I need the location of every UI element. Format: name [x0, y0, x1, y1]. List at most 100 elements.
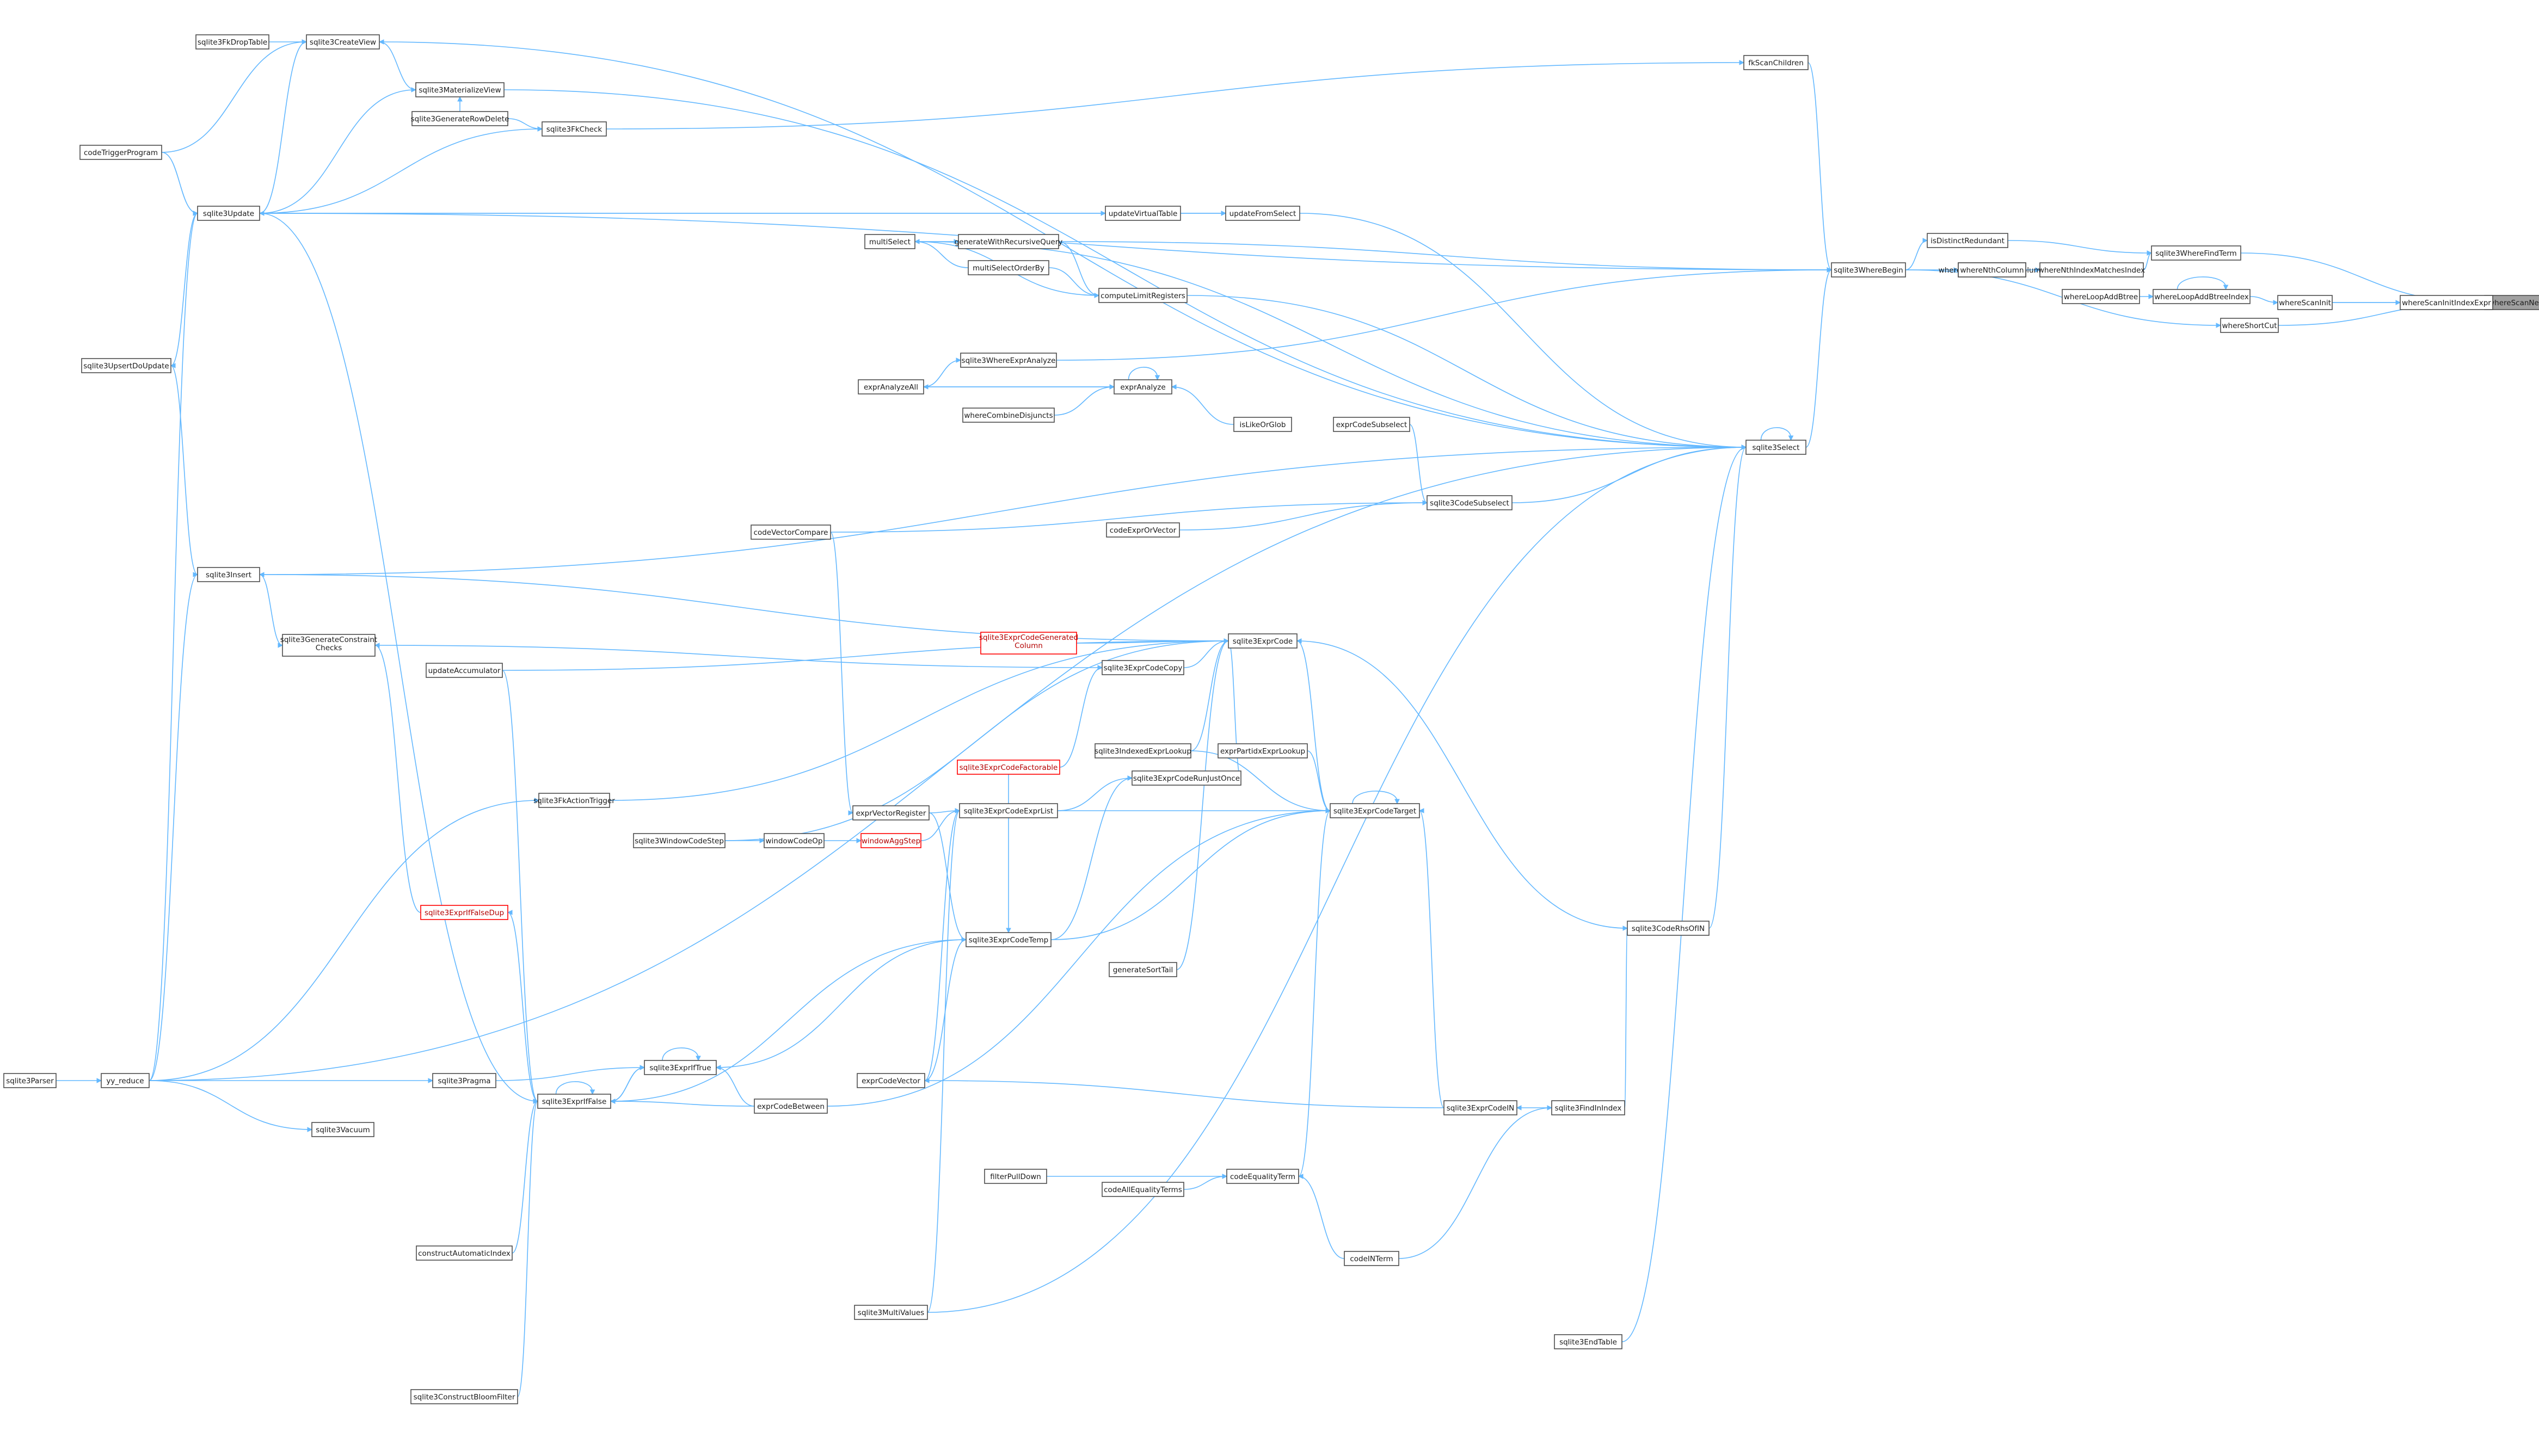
- node-sqlite3ExprCodeCopy[interactable]: sqlite3ExprCodeCopy: [1102, 660, 1184, 675]
- node-sqlite3ExprIfFalse[interactable]: sqlite3ExprIfFalse: [537, 1094, 611, 1109]
- node-sqlite3ExprIfTrue[interactable]: sqlite3ExprIfTrue: [644, 1060, 717, 1075]
- node-label: computeLimitRegisters: [1101, 292, 1185, 300]
- node-sqlite3ExprCodeTarget[interactable]: sqlite3ExprCodeTarget: [1330, 803, 1420, 818]
- node-generateSortTail[interactable]: generateSortTail: [1109, 962, 1177, 977]
- node-generateWithRecursiveQuery[interactable]: generateWithRecursiveQuery: [955, 234, 1063, 249]
- node-exprPartidxExprLookup[interactable]: exprPartidxExprLookup: [1218, 743, 1308, 758]
- node-sqlite3WhereBegin[interactable]: sqlite3WhereBegin: [1831, 262, 1906, 277]
- node-codeINTerm[interactable]: codeINTerm: [1344, 1251, 1399, 1266]
- edge-yy_reduce-to-sqlite3Vacuum: [149, 1080, 313, 1132]
- node-sqlite3WindowCodeStep[interactable]: sqlite3WindowCodeStep: [633, 833, 726, 848]
- node-windowAggStep[interactable]: windowAggStep: [860, 833, 921, 848]
- node-whereMatchesIndex[interactable]: whereNthIndexMatchesIndex: [2038, 262, 2145, 277]
- node-label: codeExprOrVector: [1110, 526, 1177, 535]
- node-sqlite3Insert[interactable]: sqlite3Insert: [197, 567, 260, 582]
- node-updateAccumulator[interactable]: updateAccumulator: [426, 663, 503, 678]
- edge-sqlite3ExprCodeIN-to-exprCodeVector: [924, 1078, 1444, 1108]
- node-computeLimitRegisters[interactable]: computeLimitRegisters: [1098, 288, 1188, 303]
- node-constructAutomaticIndex[interactable]: constructAutomaticIndex: [416, 1245, 513, 1261]
- node-sqlite3FkCheck[interactable]: sqlite3FkCheck: [542, 121, 607, 137]
- node-multiSelect[interactable]: multiSelect: [864, 234, 915, 249]
- node-sqlite3CreateView[interactable]: sqlite3CreateView: [306, 34, 380, 50]
- node-sqlite3ExprCode[interactable]: sqlite3ExprCode: [1228, 633, 1298, 649]
- node-sqlite3MultiValues[interactable]: sqlite3MultiValues: [854, 1305, 928, 1320]
- edge-yy_reduce-to-sqlite3Pragma: [149, 1078, 434, 1083]
- node-box: [2153, 289, 2251, 304]
- node-sqlite3FkActions[interactable]: sqlite3FkActionTrigger: [533, 793, 615, 808]
- node-windowCodeOp[interactable]: windowCodeOp: [764, 833, 825, 848]
- node-updateFromSelect[interactable]: updateFromSelect: [1225, 206, 1300, 221]
- edge-sqlite3ExprIfFalse-to-sqlite3ExprIfFalseDup: [507, 910, 538, 1102]
- node-whereLoopAddBtree[interactable]: whereLoopAddBtree: [2062, 289, 2140, 304]
- node-codeEqualityTerm[interactable]: codeEqualityTerm: [1226, 1169, 1299, 1184]
- node-box: [1330, 803, 1420, 818]
- node-isDistinctRedundant[interactable]: isDistinctRedundant: [1927, 233, 2008, 248]
- node-label: yy_reduce: [106, 1077, 144, 1085]
- node-sqlite3GenerateRowDelete[interactable]: sqlite3GenerateRowDelete: [411, 111, 509, 126]
- node-sqlite3Vacuum[interactable]: sqlite3Vacuum: [311, 1122, 374, 1137]
- node-sqlite3ExprCodeTemp[interactable]: sqlite3ExprCodeTemp: [966, 932, 1052, 947]
- node-codeTriggerProgram[interactable]: codeTriggerProgram: [79, 145, 162, 160]
- node-label: whereShortCut: [2222, 322, 2277, 330]
- node-box: [311, 1122, 374, 1137]
- node-whereNthColumn[interactable]: whereNthColumn: [1958, 262, 2026, 277]
- node-sqlite3Select[interactable]: sqlite3Select: [1745, 440, 1806, 455]
- node-sqlite3ConstructBloomFilter[interactable]: sqlite3ConstructBloomFilter: [410, 1389, 518, 1404]
- node-sqlite3ExprCodeRunJustOnce[interactable]: sqlite3ExprCodeRunJustOnce: [1132, 770, 1241, 786]
- node-exprAnalyze[interactable]: exprAnalyze: [1114, 379, 1172, 394]
- node-codeExprOrVector[interactable]: codeExprOrVector: [1106, 522, 1180, 538]
- node-label: sqlite3CodeRhsOfIN: [1632, 924, 1705, 933]
- node-label: whereScanInitIndexExpr: [2402, 299, 2491, 307]
- node-label: updateFromSelect: [1229, 209, 1296, 218]
- node-whereScanInit[interactable]: whereScanInit: [2277, 295, 2333, 310]
- edge-updateFromSelect-to-sqlite3Select: [1299, 213, 1747, 450]
- node-multiSelectOrderBy[interactable]: multiSelectOrderBy: [968, 260, 1049, 275]
- node-exprVectorRegister[interactable]: exprVectorRegister: [852, 805, 930, 820]
- node-sqlite3CodeRhsOfIN[interactable]: sqlite3CodeRhsOfIN: [1627, 921, 1710, 936]
- node-sqlite3ExprCodeExprList[interactable]: sqlite3ExprCodeExprList: [959, 803, 1058, 818]
- node-exprCodeSubselect[interactable]: exprCodeSubselect: [1333, 417, 1410, 432]
- node-whereShortCut[interactable]: whereShortCut: [2220, 318, 2279, 333]
- node-whereLoopAddBtreeIndex[interactable]: whereLoopAddBtreeIndex: [2153, 289, 2251, 304]
- node-label: exprVectorRegister: [856, 809, 926, 818]
- node-fkScanChildren[interactable]: fkScanChildren: [1743, 55, 1809, 70]
- node-label: codeVectorCompare: [754, 528, 828, 537]
- node-sqlite3ExprIfFalseDup[interactable]: sqlite3ExprIfFalseDup: [420, 905, 508, 920]
- node-sqlite3CodeSubselect[interactable]: sqlite3CodeSubselect: [1427, 495, 1513, 510]
- node-sqlite3EndTable[interactable]: sqlite3EndTable: [1554, 1334, 1622, 1349]
- node-sqlite3ExprCodeIN[interactable]: sqlite3ExprCodeIN: [1443, 1100, 1517, 1115]
- node-sqlite3Parser[interactable]: sqlite3Parser: [3, 1073, 57, 1088]
- node-updateVirtualTable[interactable]: updateVirtualTable: [1105, 206, 1181, 221]
- node-label: updateAccumulator: [428, 667, 501, 675]
- node-sqlite3MaterializeView[interactable]: sqlite3MaterializeView: [415, 82, 505, 97]
- node-whereScanInitIndexExpr[interactable]: whereScanInitIndexExpr: [2400, 295, 2493, 310]
- node-codeAllEqualityTerms[interactable]: codeAllEqualityTerms: [1102, 1182, 1184, 1197]
- node-sqlite3FindInIndex[interactable]: sqlite3FindInIndex: [1551, 1100, 1625, 1115]
- node-filterPullDown[interactable]: filterPullDown: [984, 1169, 1047, 1184]
- node-exprCodeVector[interactable]: exprCodeVector: [857, 1073, 925, 1088]
- edge-exprAnalyze-to-exprAnalyze: [1128, 367, 1160, 381]
- node-exprCodeBetween[interactable]: exprCodeBetween: [754, 1099, 828, 1114]
- edge-generateWithRecursiveQuery-to-sqlite3WhereBegin: [1058, 241, 1833, 273]
- node-sqlite3Pragma[interactable]: sqlite3Pragma: [432, 1073, 496, 1088]
- node-box: [644, 1060, 717, 1075]
- node-sqlite3UpsertDoUpdate[interactable]: sqlite3UpsertDoUpdate: [81, 358, 171, 373]
- node-codeVectorCompare[interactable]: codeVectorCompare: [751, 525, 831, 540]
- node-sqlite3WhereFindTerm[interactable]: sqlite3WhereFindTerm: [2151, 245, 2241, 261]
- node-label: sqlite3EndTable: [1559, 1338, 1617, 1347]
- node-sqlite3Update[interactable]: sqlite3Update: [197, 206, 260, 221]
- node-sqlite3ExprCodeFactorable[interactable]: sqlite3ExprCodeFactorable: [957, 760, 1060, 775]
- node-yy_reduce[interactable]: yy_reduce: [101, 1073, 150, 1088]
- node-sqlite3WhereExprAnalyze[interactable]: sqlite3WhereExprAnalyze: [960, 353, 1057, 368]
- node-isLikeOrGlob[interactable]: isLikeOrGlob: [1233, 417, 1292, 432]
- node-exprAnalyzeAll[interactable]: exprAnalyzeAll: [858, 379, 924, 394]
- node-box: [1831, 262, 1906, 277]
- edge-sqlite3CodeRhsOfIN-to-sqlite3ExprCode: [1296, 638, 1628, 929]
- node-whereCombineDisjuncts[interactable]: whereCombineDisjuncts: [962, 408, 1055, 423]
- node-sqlite3FkDropTable[interactable]: sqlite3FkDropTable: [195, 34, 269, 50]
- node-sqlite3IndexedExprLookup[interactable]: sqlite3IndexedExprLookup: [1095, 743, 1191, 758]
- node-label: sqlite3CodeSubselect: [1430, 499, 1509, 508]
